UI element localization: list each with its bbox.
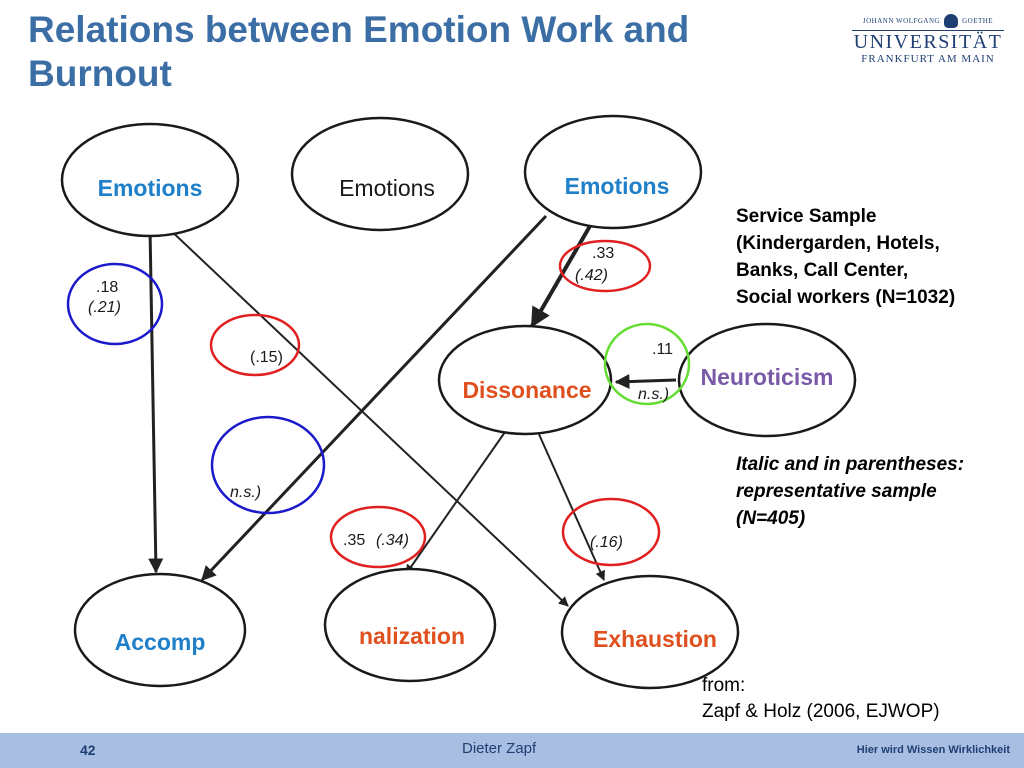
footer-slogan: Hier wird Wissen Wirklichkeit — [856, 744, 1010, 756]
arrow-neuroticism-to-dissonance — [614, 374, 677, 390]
logo-line3: FRANKFURT AM MAIN — [861, 53, 995, 65]
arrow-dissonance-to-exhaustion — [537, 431, 605, 581]
label-emotions-right: Emotions — [565, 173, 670, 199]
coef-c3: n.s.) — [230, 484, 261, 501]
page-number: 42 — [80, 742, 96, 758]
coef-c5-rep: n.s.) — [638, 386, 669, 403]
service-sample-line: (Kindergarden, Hotels, — [736, 233, 940, 254]
ring-c6 — [329, 505, 427, 569]
slide-title: Relations between Emotion Work and Burno… — [28, 9, 690, 94]
node-neuroticism — [677, 322, 857, 438]
coef-c2: (.15) — [250, 349, 283, 366]
logo-line2: UNIVERSITÄT — [852, 30, 1004, 53]
ring-c7 — [561, 497, 661, 567]
service-sample-line: Social workers (N=1032) — [736, 287, 956, 308]
source-note: from: Zapf & Holz (2006, EJWOP) — [702, 673, 940, 725]
label-emotions-left: Emotions — [98, 175, 203, 201]
node-emotions-right — [523, 114, 703, 230]
logo-line1-left: JOHANN WOLFGANG — [862, 17, 941, 25]
coef-c4-main: .33 — [592, 245, 614, 262]
label-emotions-middle: Emotions — [339, 175, 435, 201]
ring-c1 — [66, 262, 164, 346]
coef-c4-rep: (.42) — [575, 267, 608, 284]
label-neuroticism: Neuroticism — [701, 364, 834, 390]
ring-c5 — [603, 322, 691, 406]
coef-c1-main: .18 — [96, 279, 118, 296]
arrow-dissonance-to-nalization — [405, 431, 506, 575]
source-line: Zapf & Holz (2006, EJWOP) — [702, 701, 940, 722]
coef-c5-main: .11 — [652, 341, 673, 358]
arrow-emotions-right-to-dissonance — [530, 224, 592, 328]
node-accomp — [73, 572, 247, 688]
node-exhaustion — [560, 574, 740, 690]
service-sample-line: Service Sample — [736, 206, 877, 227]
path-diagram: Emotions Emotions Emotions Dissonance Ne… — [60, 114, 857, 690]
ring-c3 — [210, 415, 326, 515]
legend-line: Italic and in parentheses: — [736, 454, 965, 475]
footer-bar: 42 Dieter Zapf Hier wird Wissen Wirklich… — [0, 733, 1024, 768]
source-line: from: — [702, 675, 746, 696]
ring-c4 — [558, 239, 652, 293]
ring-c2 — [209, 313, 301, 377]
footer-author: Dieter Zapf — [462, 740, 537, 757]
coef-c1-rep: (.21) — [88, 299, 121, 316]
label-dissonance: Dissonance — [462, 377, 591, 403]
label-accomp: Accomp — [115, 629, 206, 655]
legend-note: Italic and in parentheses: representativ… — [736, 451, 964, 532]
node-emotions-left — [60, 122, 240, 238]
node-dissonance — [437, 324, 613, 436]
coef-c7: (.16) — [590, 534, 623, 551]
service-sample-line: Banks, Call Center, — [736, 260, 909, 281]
label-nalization: nalization — [359, 623, 465, 649]
logo-line1-right: GOETHE — [962, 17, 994, 25]
university-logo: JOHANN WOLFGANG GOETHE UNIVERSITÄT FRANK… — [852, 14, 1004, 66]
service-sample-note: Service Sample (Kindergarden, Hotels, Ba… — [736, 203, 955, 311]
legend-line: (N=405) — [736, 508, 806, 529]
arrow-emotions-right-to-accomp — [200, 214, 548, 582]
arrow-emotions-left-to-accomp — [148, 227, 164, 574]
label-exhaustion: Exhaustion — [593, 626, 717, 652]
arrow-emotions-left-to-exhaustion — [165, 225, 569, 607]
goethe-bust-icon — [944, 14, 959, 28]
coef-c6-rep: (.34) — [376, 532, 409, 549]
node-emotions-middle — [290, 116, 470, 232]
node-nalization — [323, 567, 497, 683]
coef-c6-main: .35 — [343, 532, 365, 549]
legend-line: representative sample — [736, 481, 937, 502]
